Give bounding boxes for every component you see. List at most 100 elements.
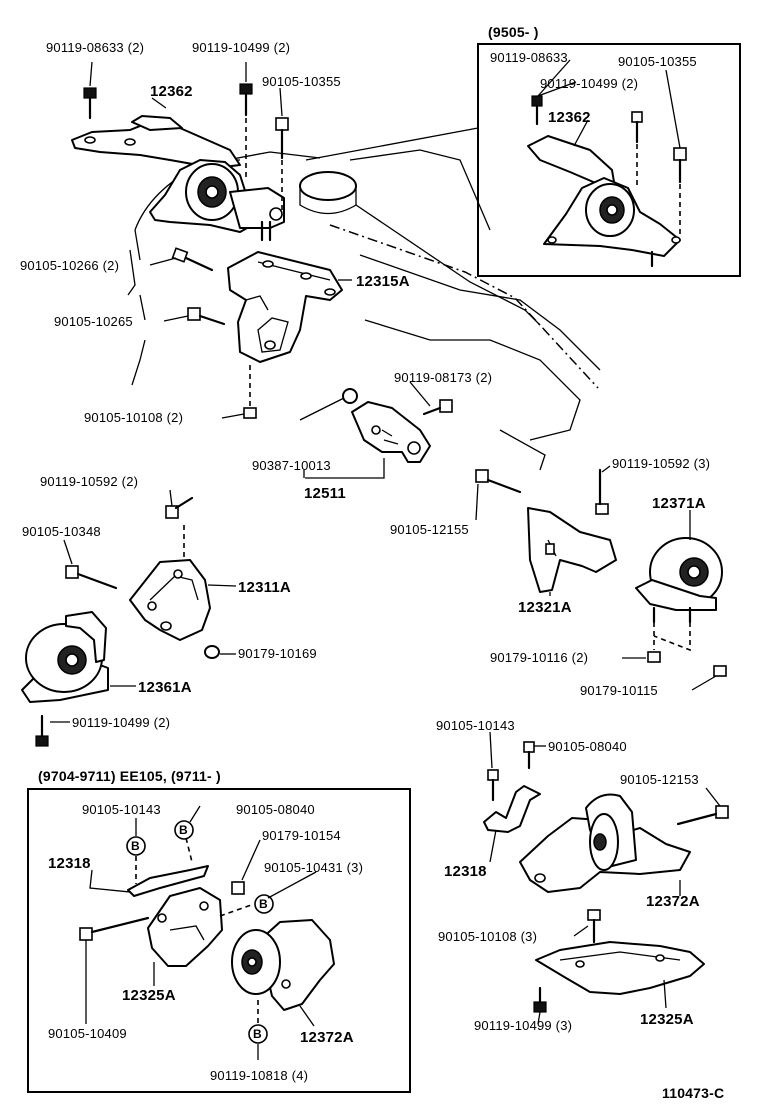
- inset-label-90105-10431: 90105-10431 (3): [264, 860, 363, 875]
- leader-lines: [50, 59, 721, 1060]
- label-12362: 12362: [150, 83, 193, 100]
- diagram-id: 110473-C: [662, 1085, 724, 1101]
- inset-label-90105-08040: 90105-08040: [236, 802, 315, 817]
- inset-bolt-90119-10499: [531, 95, 543, 126]
- bolt-90105-10348: [65, 565, 118, 590]
- inset-label-12362: 12362: [548, 109, 591, 126]
- label-90119-08173: 90119-08173 (2): [394, 370, 492, 385]
- cap-90387-10013: [342, 388, 358, 404]
- inset-bracket-12325A: [147, 887, 223, 967]
- label-90387-10013: 90387-10013: [252, 458, 331, 473]
- inset-bolt-90105-10355: [631, 111, 643, 186]
- nut-90179-10115: [713, 665, 727, 677]
- bolt-90119-10499-bottom-right: [533, 986, 547, 1013]
- mount-12371A: [635, 537, 723, 624]
- label-90105-10265: 90105-10265: [54, 314, 133, 329]
- inset-mount-12362: [527, 135, 681, 268]
- label-12325A-right: 12325A: [640, 1011, 694, 1028]
- inset-bracket-12318: [127, 865, 209, 897]
- bolt-90105-10108-right: [587, 909, 601, 944]
- label-90119-10592-2: 90119-10592 (2): [40, 474, 138, 489]
- label-90105-12155: 90105-12155: [390, 522, 469, 537]
- label-90179-10169: 90179-10169: [238, 646, 317, 661]
- inset-label-12325A: 12325A: [122, 987, 176, 1004]
- bolt-90119-10499-left: [35, 714, 49, 747]
- label-90105-08040-right: 90105-08040: [548, 739, 627, 754]
- inset-label-90179-10154: 90179-10154: [262, 828, 341, 843]
- inset-label-90119-10818: 90119-10818 (4): [210, 1068, 308, 1083]
- label-12315A: 12315A: [356, 273, 410, 290]
- bolt-90105-12153: [676, 805, 729, 826]
- bolt-90119-10592-left: [165, 496, 194, 519]
- label-90105-10348: 90105-10348: [22, 524, 101, 539]
- bracket-12325A-right: [535, 941, 705, 995]
- svg-text:B: B: [179, 823, 188, 837]
- bolt-90119-08173: [422, 399, 453, 416]
- inset-title-top-right: (9505- ): [488, 24, 539, 40]
- nut-90179-10169: [204, 645, 220, 659]
- marker-b-2: B: [174, 820, 194, 840]
- bolt-90119-08633: [83, 87, 97, 120]
- inset-title-bottom-left: (9704-9711) EE105, (9711- ): [38, 768, 221, 784]
- bracket-12318-right: [483, 785, 541, 833]
- engine-block-outline: [127, 149, 601, 471]
- inset-dash-b2: [185, 837, 193, 863]
- label-90105-12153: 90105-12153: [620, 772, 699, 787]
- nut-90179-10116: [647, 651, 661, 663]
- label-90119-08633-2: 90119-08633 (2): [46, 40, 144, 55]
- label-90119-10499-2-left: 90119-10499 (2): [72, 715, 170, 730]
- label-90179-10115: 90179-10115: [580, 683, 658, 698]
- inset-label-90105-10143: 90105-10143: [82, 802, 161, 817]
- label-12321A: 12321A: [518, 599, 572, 616]
- inset-label-12318: 12318: [48, 855, 91, 872]
- label-12361A: 12361A: [138, 679, 192, 696]
- marker-b-4: B: [248, 1024, 268, 1044]
- label-12371A: 12371A: [652, 495, 706, 512]
- label-90105-10266: 90105-10266 (2): [20, 258, 119, 273]
- label-90179-10116: 90179-10116 (2): [490, 650, 588, 665]
- inset-pointer-line: [305, 127, 479, 161]
- mount-12361A: [21, 611, 109, 703]
- label-12311A: 12311A: [238, 579, 291, 596]
- label-90105-10108-2: 90105-10108 (2): [84, 410, 183, 425]
- bracket-12321A: [527, 507, 617, 593]
- inset-bolt-90105-10409: [79, 916, 150, 941]
- bolt-90105-12155: [475, 469, 522, 494]
- inset-label-90105-10409: 90105-10409: [48, 1026, 127, 1041]
- inset-bolt-12362: [673, 147, 687, 236]
- label-90119-10499-2-top: 90119-10499 (2): [192, 40, 290, 55]
- bolt-90105-10143-right: [487, 769, 499, 802]
- bolt-90105-10265: [187, 307, 226, 326]
- mount-12362: [71, 115, 285, 242]
- inset-label-90119-08633: 90119-08633: [490, 50, 568, 65]
- bracket-12511: [351, 401, 431, 463]
- inset-label-12372A: 12372A: [300, 1029, 354, 1046]
- inset-box-bottom-left: [27, 788, 411, 1093]
- inset-label-90119-10499: 90119-10499 (2): [540, 76, 638, 91]
- bolt-90105-10355: [275, 117, 289, 212]
- bolt-90119-10592-right: [595, 468, 609, 515]
- bracket-12315A: [227, 251, 343, 363]
- bolt-90119-10499-top: [239, 83, 253, 180]
- bracket-12311A: [129, 559, 211, 641]
- svg-text:B: B: [253, 1027, 262, 1041]
- inset-label-90105-10355: 90105-10355: [618, 54, 697, 69]
- label-12318-right: 12318: [444, 863, 487, 880]
- mount-12372A-right: [519, 793, 691, 893]
- leader-dash-12371A: [653, 622, 691, 652]
- marker-b-3: B: [254, 894, 274, 914]
- inset-nut-90179-10154: [231, 881, 245, 895]
- nut-90105-10108: [243, 407, 257, 419]
- label-90119-10499-3: 90119-10499 (3): [474, 1018, 572, 1033]
- bolt-90105-10266: [171, 247, 214, 272]
- inset-dash-b3: [219, 903, 255, 917]
- bolt-90105-08040-right: [523, 741, 535, 770]
- svg-text:B: B: [259, 897, 268, 911]
- inset-box-top-right: [477, 43, 741, 277]
- label-12511: 12511: [304, 485, 346, 502]
- inset-mount-12372A: [231, 919, 335, 1011]
- label-90105-10355: 90105-10355: [262, 74, 341, 89]
- marker-b-1: B: [126, 836, 146, 856]
- label-90119-10592-3: 90119-10592 (3): [612, 456, 710, 471]
